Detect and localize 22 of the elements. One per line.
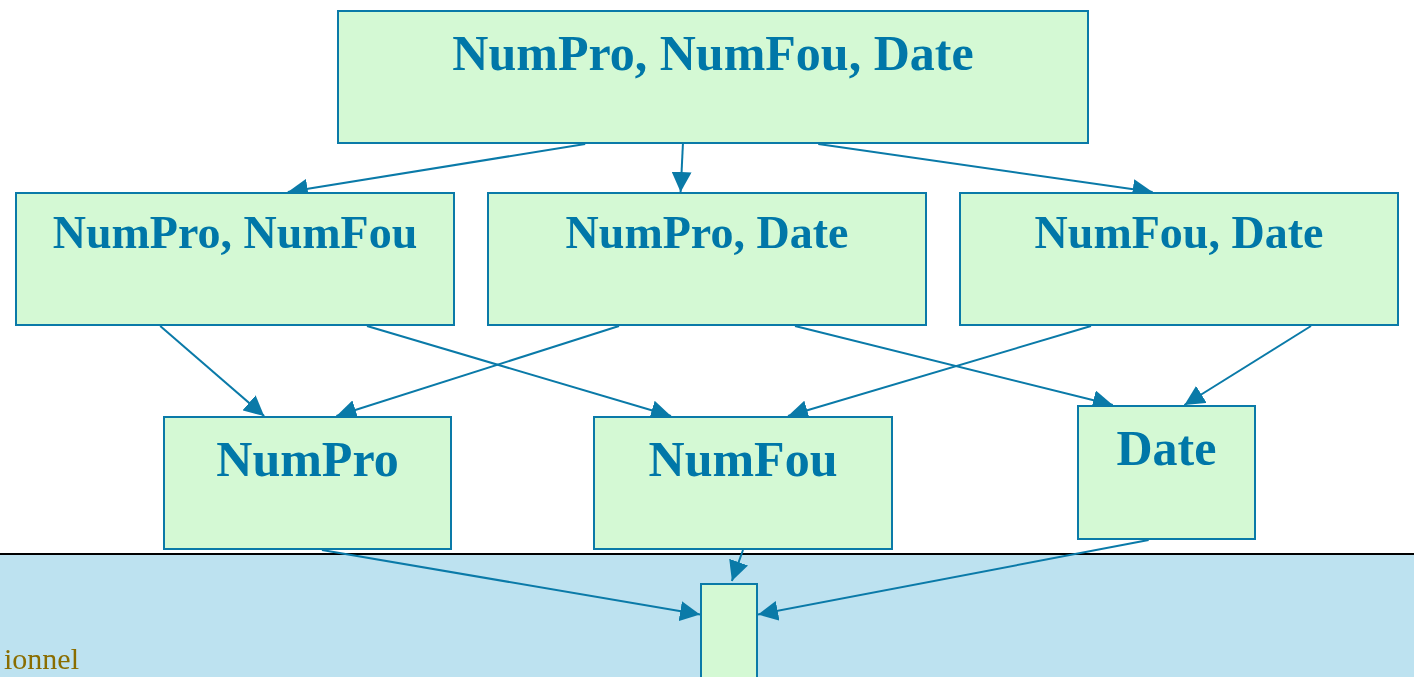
attribute-box <box>337 10 1089 144</box>
arrow <box>1183 325 1312 406</box>
attribute-box <box>487 192 927 326</box>
box-label: NumPro, Date <box>565 208 849 259</box>
empty-box <box>700 583 758 677</box>
arrow <box>671 143 692 193</box>
box-label: NumFou <box>648 432 838 487</box>
band-label: ionnel <box>4 642 79 675</box>
box-label: NumPro, NumFou <box>52 208 418 259</box>
attribute-box <box>593 416 893 550</box>
box-label: NumFou, Date <box>1034 208 1324 259</box>
attribute-box <box>1077 405 1256 540</box>
attribute-box <box>959 192 1399 326</box>
box-label: Date <box>1116 421 1217 476</box>
attribute-box <box>15 192 455 326</box>
attribute-box <box>163 416 452 550</box>
arrow <box>320 549 701 622</box>
box-label: NumPro <box>216 432 399 487</box>
band <box>0 553 1414 677</box>
arrow <box>729 549 749 582</box>
arrow <box>159 325 266 417</box>
box-label: NumPro, NumFou, Date <box>452 26 974 81</box>
